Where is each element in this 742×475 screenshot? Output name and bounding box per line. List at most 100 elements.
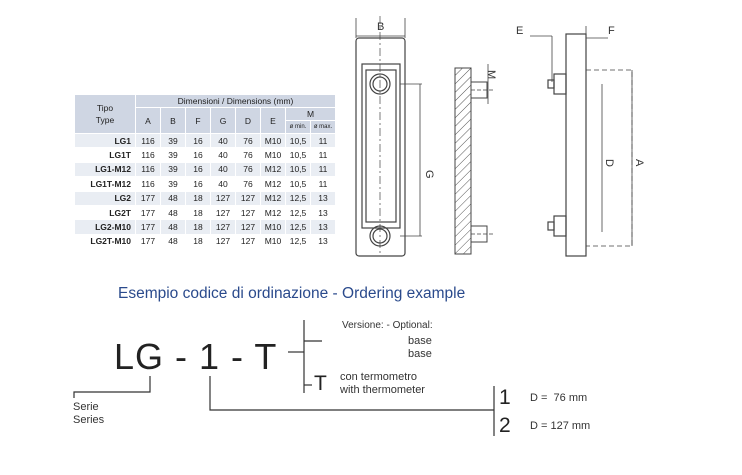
technical-drawing: B G M E F D A <box>355 16 645 257</box>
table-row: LG2T 177 48 18 127 127 M12 12,5 13 <box>74 204 336 221</box>
series-connector <box>73 376 151 398</box>
cell: 116 <box>135 161 161 178</box>
cell: M10 <box>260 233 286 250</box>
cell: 40 <box>210 147 236 163</box>
table-row: LG1-M12 116 39 16 40 76 M12 10,5 11 <box>74 161 336 178</box>
cell: 11 <box>310 161 336 178</box>
cell: 116 <box>135 176 161 192</box>
cell: 76 <box>235 176 261 192</box>
dimension-e-label: E <box>516 25 523 37</box>
front-top-bolt <box>369 73 391 95</box>
table-row: LG1T 116 39 16 40 76 M10 10,5 11 <box>74 147 336 163</box>
cell: M12 <box>260 204 286 221</box>
section-wall <box>454 67 472 255</box>
cell: 76 <box>235 132 261 149</box>
thermometer-option-letter: T <box>314 372 327 395</box>
section-view <box>454 64 495 255</box>
row-code: LG1T-M12 <box>74 176 136 192</box>
dimensions-header: Dimensioni / Dimensions (mm) <box>135 94 336 108</box>
front-view <box>355 16 422 257</box>
row-code: LG1 <box>74 132 136 149</box>
cell: 12,5 <box>285 233 311 250</box>
cell: 18 <box>185 204 211 221</box>
cell: 10,5 <box>285 132 311 149</box>
col-header-g: G <box>210 107 236 134</box>
cell: 16 <box>185 132 211 149</box>
dimension-a-label: A <box>633 159 645 167</box>
row-code: LG1-M12 <box>74 161 136 178</box>
ordering-code: LG - 1 - T <box>114 336 278 377</box>
thermometer-label-it: con termometro <box>340 371 418 383</box>
size-option-2-text: D = 127 mm <box>530 420 591 432</box>
base-label-it: base <box>408 335 432 347</box>
cell: 48 <box>160 233 186 250</box>
table-row: LG1T-M12 116 39 16 40 76 M12 10,5 11 <box>74 176 336 192</box>
cell: 10,5 <box>285 176 311 192</box>
cell: M12 <box>260 190 286 206</box>
cell: 12,5 <box>285 219 311 235</box>
col-header-f: F <box>185 107 211 134</box>
cell: 40 <box>210 132 236 149</box>
cell: 16 <box>185 176 211 192</box>
base-label-en: base <box>408 348 432 360</box>
cell: 12,5 <box>285 204 311 221</box>
series-label: Serie Series <box>73 401 104 427</box>
version-header: Versione: - Optional: <box>342 320 433 331</box>
cell: M12 <box>260 176 286 192</box>
cell: M12 <box>260 161 286 178</box>
cell: 127 <box>210 219 236 235</box>
size-option-2-digit: 2 <box>499 414 511 437</box>
size-connector <box>209 376 494 411</box>
cell: 127 <box>235 233 261 250</box>
side-view <box>530 26 633 257</box>
cell: 48 <box>160 190 186 206</box>
table-row: LG1 116 39 16 40 76 M10 10,5 11 <box>74 132 336 149</box>
type-header-en: Type <box>95 115 115 125</box>
col-header-m-max: ø max. <box>310 120 336 134</box>
col-header-m-min: ø min. <box>285 120 311 134</box>
dimension-m-label: M <box>485 70 497 79</box>
col-header-d: D <box>235 107 261 134</box>
side-bottom-stud <box>547 221 555 231</box>
thermometer-label: con termometro with thermometer <box>340 371 425 397</box>
side-dashed-outline <box>585 69 633 247</box>
col-header-e: E <box>260 107 286 134</box>
size-option-1-digit: 1 <box>499 386 511 409</box>
table-row: LG2 177 48 18 127 127 M12 12,5 13 <box>74 190 336 206</box>
series-label-it: Serie <box>73 401 99 413</box>
cell: 177 <box>135 190 161 206</box>
cell: 13 <box>310 190 336 206</box>
row-code: LG2T-M10 <box>74 233 136 250</box>
thermometer-label-en: with thermometer <box>340 384 425 396</box>
cell: 127 <box>235 219 261 235</box>
front-glass <box>365 69 397 223</box>
cell: 127 <box>210 204 236 221</box>
cell: 13 <box>310 204 336 221</box>
dimension-g-label: G <box>423 170 435 179</box>
cell: 11 <box>310 132 336 149</box>
series-label-en: Series <box>73 414 105 426</box>
cell: 127 <box>210 233 236 250</box>
cell: 127 <box>210 190 236 206</box>
dimension-b-label: B <box>377 21 384 33</box>
cell: 13 <box>310 219 336 235</box>
cell: 177 <box>135 233 161 250</box>
front-inner-frame <box>361 63 401 229</box>
row-code: LG1T <box>74 147 136 163</box>
row-code: LG2T <box>74 204 136 221</box>
cell: 18 <box>185 233 211 250</box>
type-header: Tipo Type <box>74 94 136 134</box>
cell: 16 <box>185 147 211 163</box>
type-header-it: Tipo <box>96 103 114 113</box>
front-outer-frame <box>355 37 406 257</box>
ordering-title: Esempio codice di ordinazione - Ordering… <box>118 285 466 302</box>
cell: 12,5 <box>285 190 311 206</box>
cell: 177 <box>135 204 161 221</box>
col-header-m: M <box>285 107 336 121</box>
cell: 40 <box>210 176 236 192</box>
cell: 16 <box>185 161 211 178</box>
size-option-1-text: D = 76 mm <box>530 392 588 404</box>
base-label: base base <box>408 335 432 361</box>
dimension-d-label: D <box>603 159 615 167</box>
